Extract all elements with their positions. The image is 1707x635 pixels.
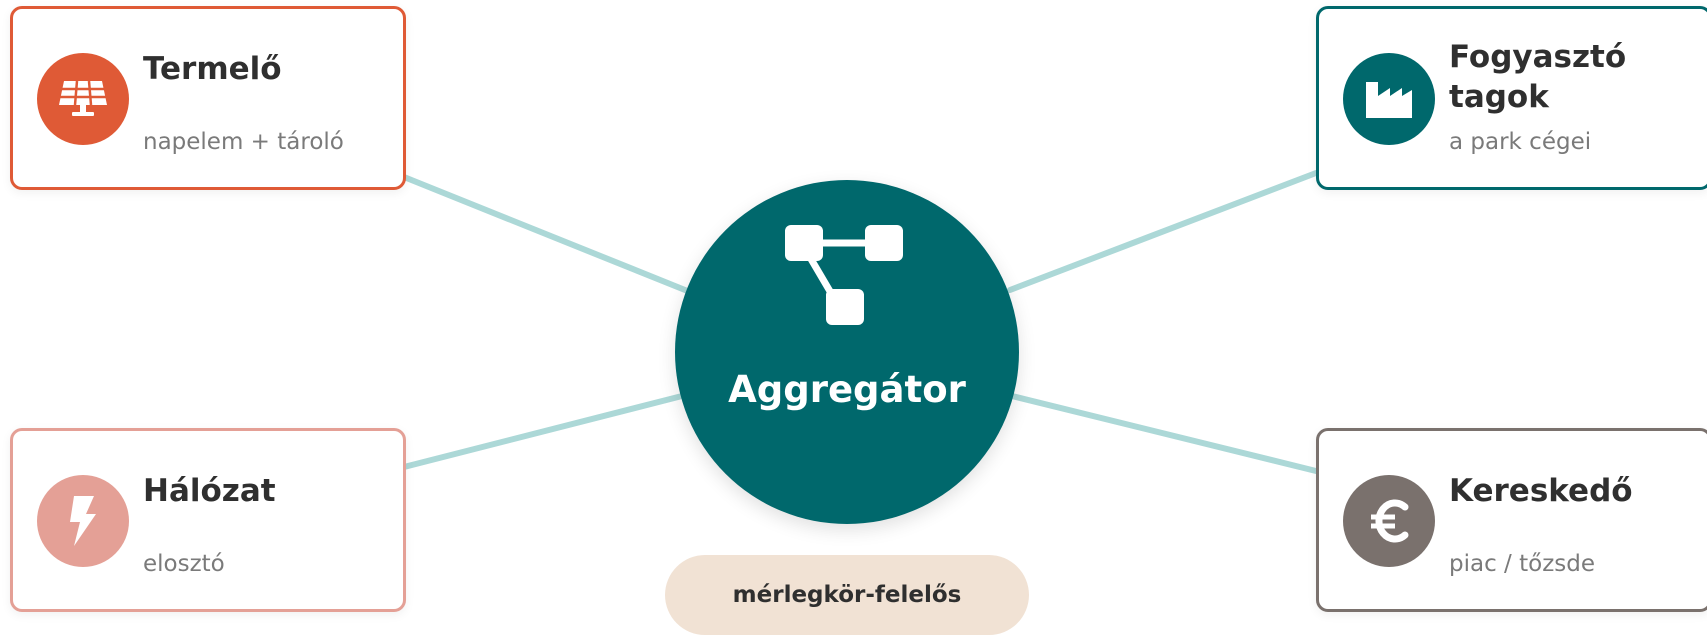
balance-responsible-badge: mérlegkör-felelős	[665, 555, 1029, 635]
trader-title: Kereskedő	[1449, 473, 1633, 509]
trader-subtitle: piac / tőzsde	[1449, 551, 1595, 577]
network-icon	[785, 225, 903, 325]
connector-grid	[401, 393, 685, 470]
grid-subtitle: elosztó	[143, 551, 225, 577]
trader-card[interactable]: Kereskedő piac / tőzsde	[1316, 428, 1707, 612]
connector-producer	[401, 174, 693, 295]
consumers-subtitle: a park cégei	[1449, 129, 1592, 155]
aggregator-hub[interactable]: Aggregátor	[675, 180, 1019, 524]
factory-icon	[1343, 53, 1435, 145]
solar-panel-icon	[37, 53, 129, 145]
producer-card[interactable]: Termelő napelem + tároló	[10, 6, 406, 190]
lightning-icon	[37, 475, 129, 567]
grid-title: Hálózat	[143, 473, 276, 509]
grid-card[interactable]: Hálózat elosztó	[10, 428, 406, 612]
connector-consumers	[1007, 170, 1319, 293]
euro-icon	[1343, 475, 1435, 567]
aggregator-label: Aggregátor	[728, 368, 966, 411]
producer-title: Termelő	[143, 51, 282, 87]
consumers-title: Fogyasztó tagok	[1449, 39, 1627, 115]
connector-trader	[1009, 393, 1319, 474]
producer-subtitle: napelem + tároló	[143, 129, 344, 155]
consumers-card[interactable]: Fogyasztó tagok a park cégei	[1316, 6, 1707, 190]
